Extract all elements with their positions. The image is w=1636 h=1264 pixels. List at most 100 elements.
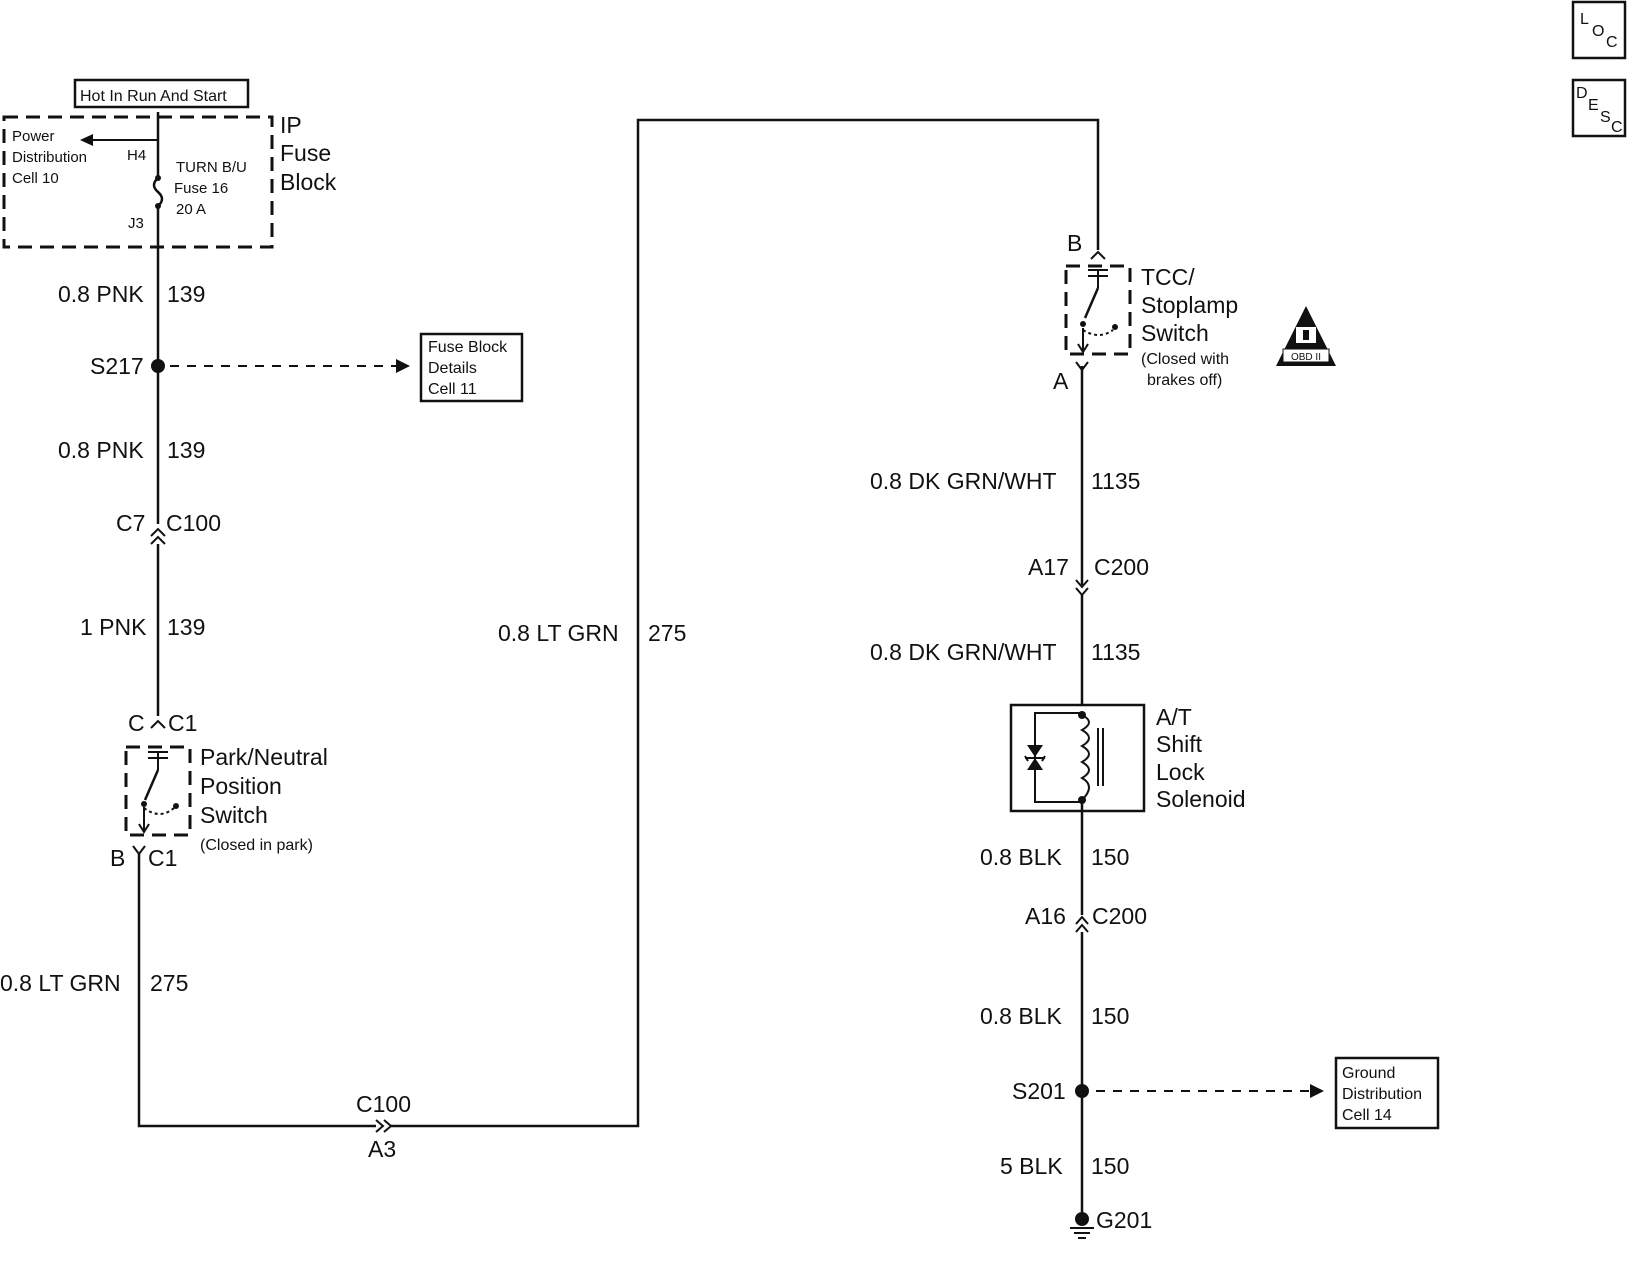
svg-text:C: C [1611, 119, 1623, 136]
svg-text:Cell 11: Cell 11 [428, 381, 477, 398]
svg-text:D: D [1576, 85, 1588, 102]
wire-150-number: 150 [1091, 844, 1129, 870]
desc-icon[interactable]: D E S C [1571, 78, 1627, 138]
wire-1135-color-label: 0.8 DK GRN/WHT [870, 468, 1057, 494]
svg-text:Fuse: Fuse [280, 140, 331, 166]
tcc-switch-note-2: brakes off) [1147, 372, 1222, 389]
pnp-switch-bottom-conn: C1 [148, 845, 177, 871]
connector-c7-pin: C7 [116, 510, 145, 536]
obd-ii-warning-icon[interactable]: OBD II [1276, 306, 1336, 366]
ground-g201-symbol[interactable] [1070, 1212, 1094, 1239]
solenoid-name-1: A/T [1156, 704, 1192, 730]
wire-275-left-number: 275 [150, 970, 188, 996]
svg-text:Fuse Block: Fuse Block [428, 339, 508, 356]
svg-text:Ground: Ground [1342, 1065, 1395, 1082]
svg-text:H4: H4 [127, 147, 146, 164]
tcc-switch-name-2: Stoplamp [1141, 292, 1238, 318]
wire-275-mid-color-label: 0.8 LT GRN [498, 620, 619, 646]
connector-c100-a3-symbol [375, 1119, 393, 1133]
tcc-switch-top-connector [1090, 250, 1106, 260]
loc-icon[interactable]: L O C [1571, 0, 1627, 60]
tcc-switch-top-pin: B [1067, 230, 1082, 256]
fuse-terminal-top [155, 175, 161, 181]
wire-275-mid-number: 275 [648, 620, 686, 646]
svg-text:20 A: 20 A [176, 201, 206, 218]
pnp-switch-note: (Closed in park) [200, 837, 313, 854]
s217-reference-arrowhead [396, 359, 410, 373]
splice-s201-dot[interactable] [1075, 1084, 1089, 1098]
svg-text:J3: J3 [128, 215, 144, 232]
tcc-switch-bottom-pin: A [1053, 368, 1069, 394]
fuse-terminal-bottom [155, 203, 161, 209]
wire-150c-number: 150 [1091, 1153, 1129, 1179]
wire-1135b-color-label: 0.8 DK GRN/WHT [870, 639, 1057, 665]
ip-fuse-block: IP Fuse Block Power Distribution Cell 10… [2, 112, 337, 249]
pnp-switch-bottom-pin: B [110, 845, 125, 871]
hot-in-run-label: Hot In Run And Start [73, 78, 250, 109]
ground-g201-label: G201 [1096, 1207, 1152, 1233]
svg-text:Cell 14: Cell 14 [1342, 1107, 1392, 1124]
wire-150b-number: 150 [1091, 1003, 1129, 1029]
connector-a16-pin: A16 [1025, 903, 1066, 929]
svg-text:Details: Details [428, 360, 477, 377]
pnp-switch-top-connector [150, 719, 166, 729]
connector-c200-a17-name: C200 [1094, 554, 1149, 580]
splice-s217-label: S217 [90, 353, 144, 379]
pnp-switch-name-2: Position [200, 773, 282, 799]
at-shift-lock-solenoid[interactable] [1009, 703, 1146, 813]
ground-distribution-ref[interactable]: Ground Distribution Cell 14 [1334, 1056, 1440, 1130]
wire-275-left-color-label: 0.8 LT GRN [0, 970, 121, 996]
power-feed-arrowhead [80, 134, 93, 146]
svg-text:Block: Block [280, 169, 337, 195]
svg-text:Distribution: Distribution [1342, 1086, 1422, 1103]
wire-275-main[interactable] [391, 118, 1100, 1128]
tcc-switch-note-1: (Closed with [1141, 351, 1229, 368]
svg-text:Fuse 16: Fuse 16 [174, 180, 228, 197]
fuse-block-details-ref[interactable]: Fuse Block Details Cell 11 [419, 332, 524, 403]
tcc-stoplamp-switch[interactable] [1064, 264, 1132, 356]
connector-a17-pin: A17 [1028, 554, 1069, 580]
svg-text:O: O [1592, 23, 1604, 40]
connector-c100-a3-name: C100 [356, 1091, 411, 1117]
wire-139-color-label: 0.8 PNK [58, 281, 144, 307]
svg-text:S: S [1600, 109, 1611, 126]
wire-150-color-label: 0.8 BLK [980, 844, 1062, 870]
pnp-switch-top-conn: C1 [168, 710, 197, 736]
tcc-switch-name-3: Switch [1141, 320, 1209, 346]
pnp-switch-name-3: Switch [200, 802, 268, 828]
connector-c200-a16-symbol [1075, 915, 1089, 933]
svg-text:OBD II: OBD II [1291, 352, 1321, 363]
pnp-switch-name-1: Park/Neutral [200, 744, 328, 770]
svg-text:TURN B/U: TURN B/U [176, 159, 247, 176]
svg-text:E: E [1588, 97, 1599, 114]
wire-139-number: 139 [167, 281, 205, 307]
svg-text:Hot In Run And Start: Hot In Run And Start [80, 88, 227, 105]
wire-275-left[interactable] [137, 854, 376, 1128]
svg-text:C: C [1606, 34, 1618, 51]
park-neutral-position-switch[interactable] [124, 745, 192, 837]
connector-c100-c7-symbol [150, 527, 166, 545]
tcc-switch-name-1: TCC/ [1141, 264, 1195, 290]
wire-150c-color-label: 5 BLK [1000, 1153, 1063, 1179]
solenoid-name-4: Solenoid [1156, 786, 1246, 812]
pnp-switch-bottom-connector [132, 845, 146, 856]
solenoid-name-3: Lock [1156, 759, 1205, 785]
svg-text:L: L [1580, 11, 1589, 28]
s201-reference-arrowhead [1310, 1084, 1324, 1098]
wire-1135b-number: 1135 [1091, 639, 1140, 665]
svg-text:Cell 10: Cell 10 [12, 170, 59, 187]
splice-s217-dot[interactable] [151, 359, 165, 373]
wire-1135-number: 1135 [1091, 468, 1140, 494]
svg-text:IP: IP [280, 112, 302, 138]
connector-a3-pin: A3 [368, 1136, 396, 1162]
svg-text:Power: Power [12, 128, 55, 145]
connector-c100-name: C100 [166, 510, 221, 536]
wire-139b-color-label: 0.8 PNK [58, 437, 144, 463]
wire-139b-number: 139 [167, 437, 205, 463]
svg-text:Distribution: Distribution [12, 149, 87, 166]
pnp-switch-top-pin: C [128, 710, 145, 736]
wire-139c-number: 139 [167, 614, 205, 640]
solenoid-name-2: Shift [1156, 731, 1203, 757]
connector-c200-a16-name: C200 [1092, 903, 1147, 929]
